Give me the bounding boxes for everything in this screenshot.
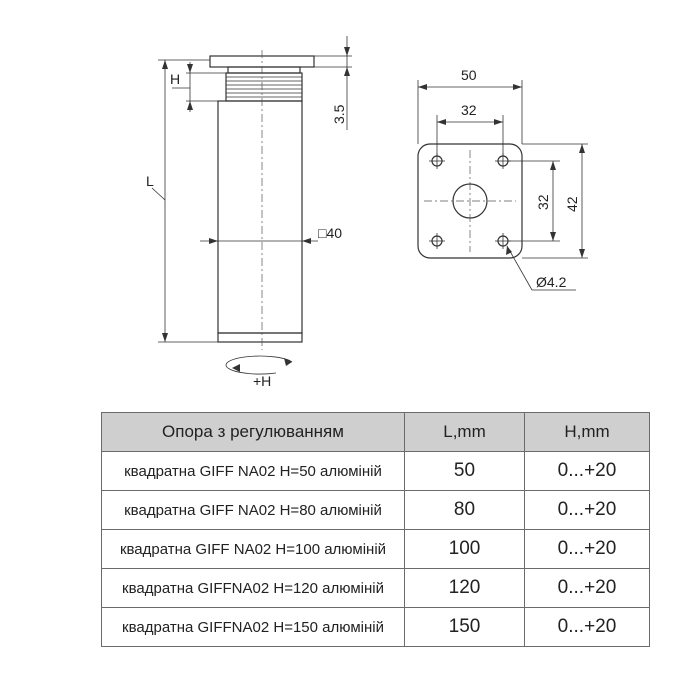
cell-l: 50	[404, 451, 525, 491]
spec-table: Опора з регулюванням L,mm H,mm квадратна…	[101, 412, 650, 647]
header-h: H,mm	[524, 412, 650, 452]
cell-l: 150	[404, 607, 525, 647]
dimension-32-side: 32	[508, 160, 560, 242]
dimension-hole-diameter: Ø4.2	[506, 245, 576, 291]
table-row: квадратна GIFF NA02 H=80 алюміній 80 0..…	[101, 490, 650, 530]
cell-name: квадратна GIFF NA02 H=100 алюміній	[101, 529, 405, 569]
cell-h: 0...+20	[524, 607, 650, 647]
dim-32-side-label: 32	[535, 194, 551, 210]
dimension-l: L	[146, 59, 218, 343]
dimension-h: H	[170, 62, 226, 112]
cell-l: 120	[404, 568, 525, 608]
dim-32-top-label: 32	[461, 102, 477, 118]
table-row: квадратна GIFFNA02 H=150 алюміній 150 0.…	[101, 607, 650, 647]
dimension-32-top: 32	[436, 102, 504, 156]
dim-42-label: 42	[564, 196, 580, 212]
dim-h-label: H	[170, 71, 180, 87]
dim-l-label: L	[146, 173, 154, 189]
table-row: квадратна GIFF NA02 H=100 алюміній 100 0…	[101, 529, 650, 569]
leg-side-view	[209, 50, 315, 350]
cell-name: квадратна GIFF NA02 H=50 алюміній	[101, 451, 405, 491]
dimension-50: 50	[417, 67, 523, 144]
hole-diameter-label: Ø4.2	[536, 274, 567, 290]
plate-top-view	[417, 143, 523, 259]
cell-name: квадратна GIFFNA02 H=120 алюміній	[101, 568, 405, 608]
cell-h: 0...+20	[524, 451, 650, 491]
rotation-arrow: +H	[225, 355, 293, 389]
dimension-square-40: □40	[200, 225, 342, 244]
cell-h: 0...+20	[524, 490, 650, 530]
dim-3-5-label: 3.5	[331, 104, 347, 124]
table-header-row: Опора з регулюванням L,mm H,mm	[101, 412, 650, 452]
rotation-label: +H	[253, 373, 271, 389]
dim-square-40-label: □40	[318, 225, 342, 241]
cell-name: квадратна GIFFNA02 H=150 алюміній	[101, 607, 405, 647]
cell-h: 0...+20	[524, 529, 650, 569]
cell-l: 100	[404, 529, 525, 569]
header-name: Опора з регулюванням	[101, 412, 405, 452]
table-row: квадратна GIFF NA02 H=50 алюміній 50 0..…	[101, 451, 650, 491]
cell-l: 80	[404, 490, 525, 530]
dimension-42: 42	[522, 143, 588, 259]
cell-h: 0...+20	[524, 568, 650, 608]
dim-50-label: 50	[461, 67, 477, 83]
cell-name: квадратна GIFF NA02 H=80 алюміній	[101, 490, 405, 530]
dimension-3-5: 3.5	[314, 36, 352, 130]
table-row: квадратна GIFFNA02 H=120 алюміній 120 0.…	[101, 568, 650, 608]
header-l: L,mm	[404, 412, 525, 452]
technical-drawing: L H 3.5 □40 +H	[146, 36, 588, 389]
